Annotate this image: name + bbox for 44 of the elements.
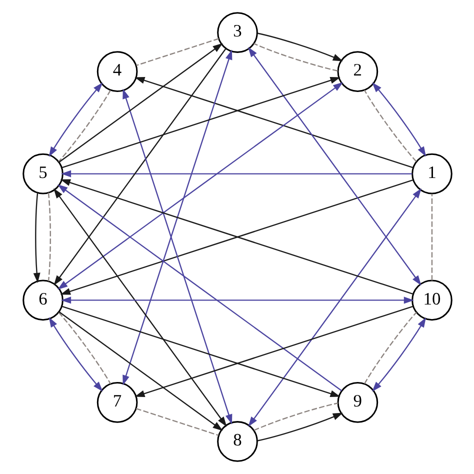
arrow [256,412,342,442]
arrow [60,179,413,295]
arrow [48,82,102,157]
arrow [248,47,421,286]
arrow [122,50,232,386]
arrow [372,82,426,157]
arrow [32,192,40,283]
node-circle: 5 [22,153,63,194]
arrow [53,48,226,286]
arrow [48,317,102,392]
arrow [134,306,413,398]
arrow [134,76,413,168]
arrow [58,43,222,163]
arrow [57,184,342,392]
arrow [53,188,226,427]
node-circle: 6 [22,280,63,321]
arrow [248,188,421,427]
arrow [61,306,340,398]
arrow [256,32,342,62]
arrow [60,170,412,178]
arrow [57,82,343,290]
connector [136,38,218,66]
connector [135,408,218,436]
node-circle: 1 [411,153,452,194]
connector [430,194,432,280]
connector [253,402,338,431]
arrow [61,76,340,168]
connector [363,90,416,162]
arrow [58,311,222,431]
connector [58,312,111,384]
connector [253,43,338,72]
connector [58,90,110,162]
node-circle: 10 [411,280,452,321]
node-circle: 9 [336,382,378,423]
node-circle: 2 [336,51,378,92]
arrow [372,317,426,392]
node-circle: 3 [216,12,258,53]
node-circle: 7 [96,382,138,423]
node-circle: 8 [216,421,258,462]
node-circle: 4 [96,51,138,92]
connector [364,312,416,384]
arrow [122,88,232,424]
arrow [60,296,414,304]
connector [47,192,50,282]
